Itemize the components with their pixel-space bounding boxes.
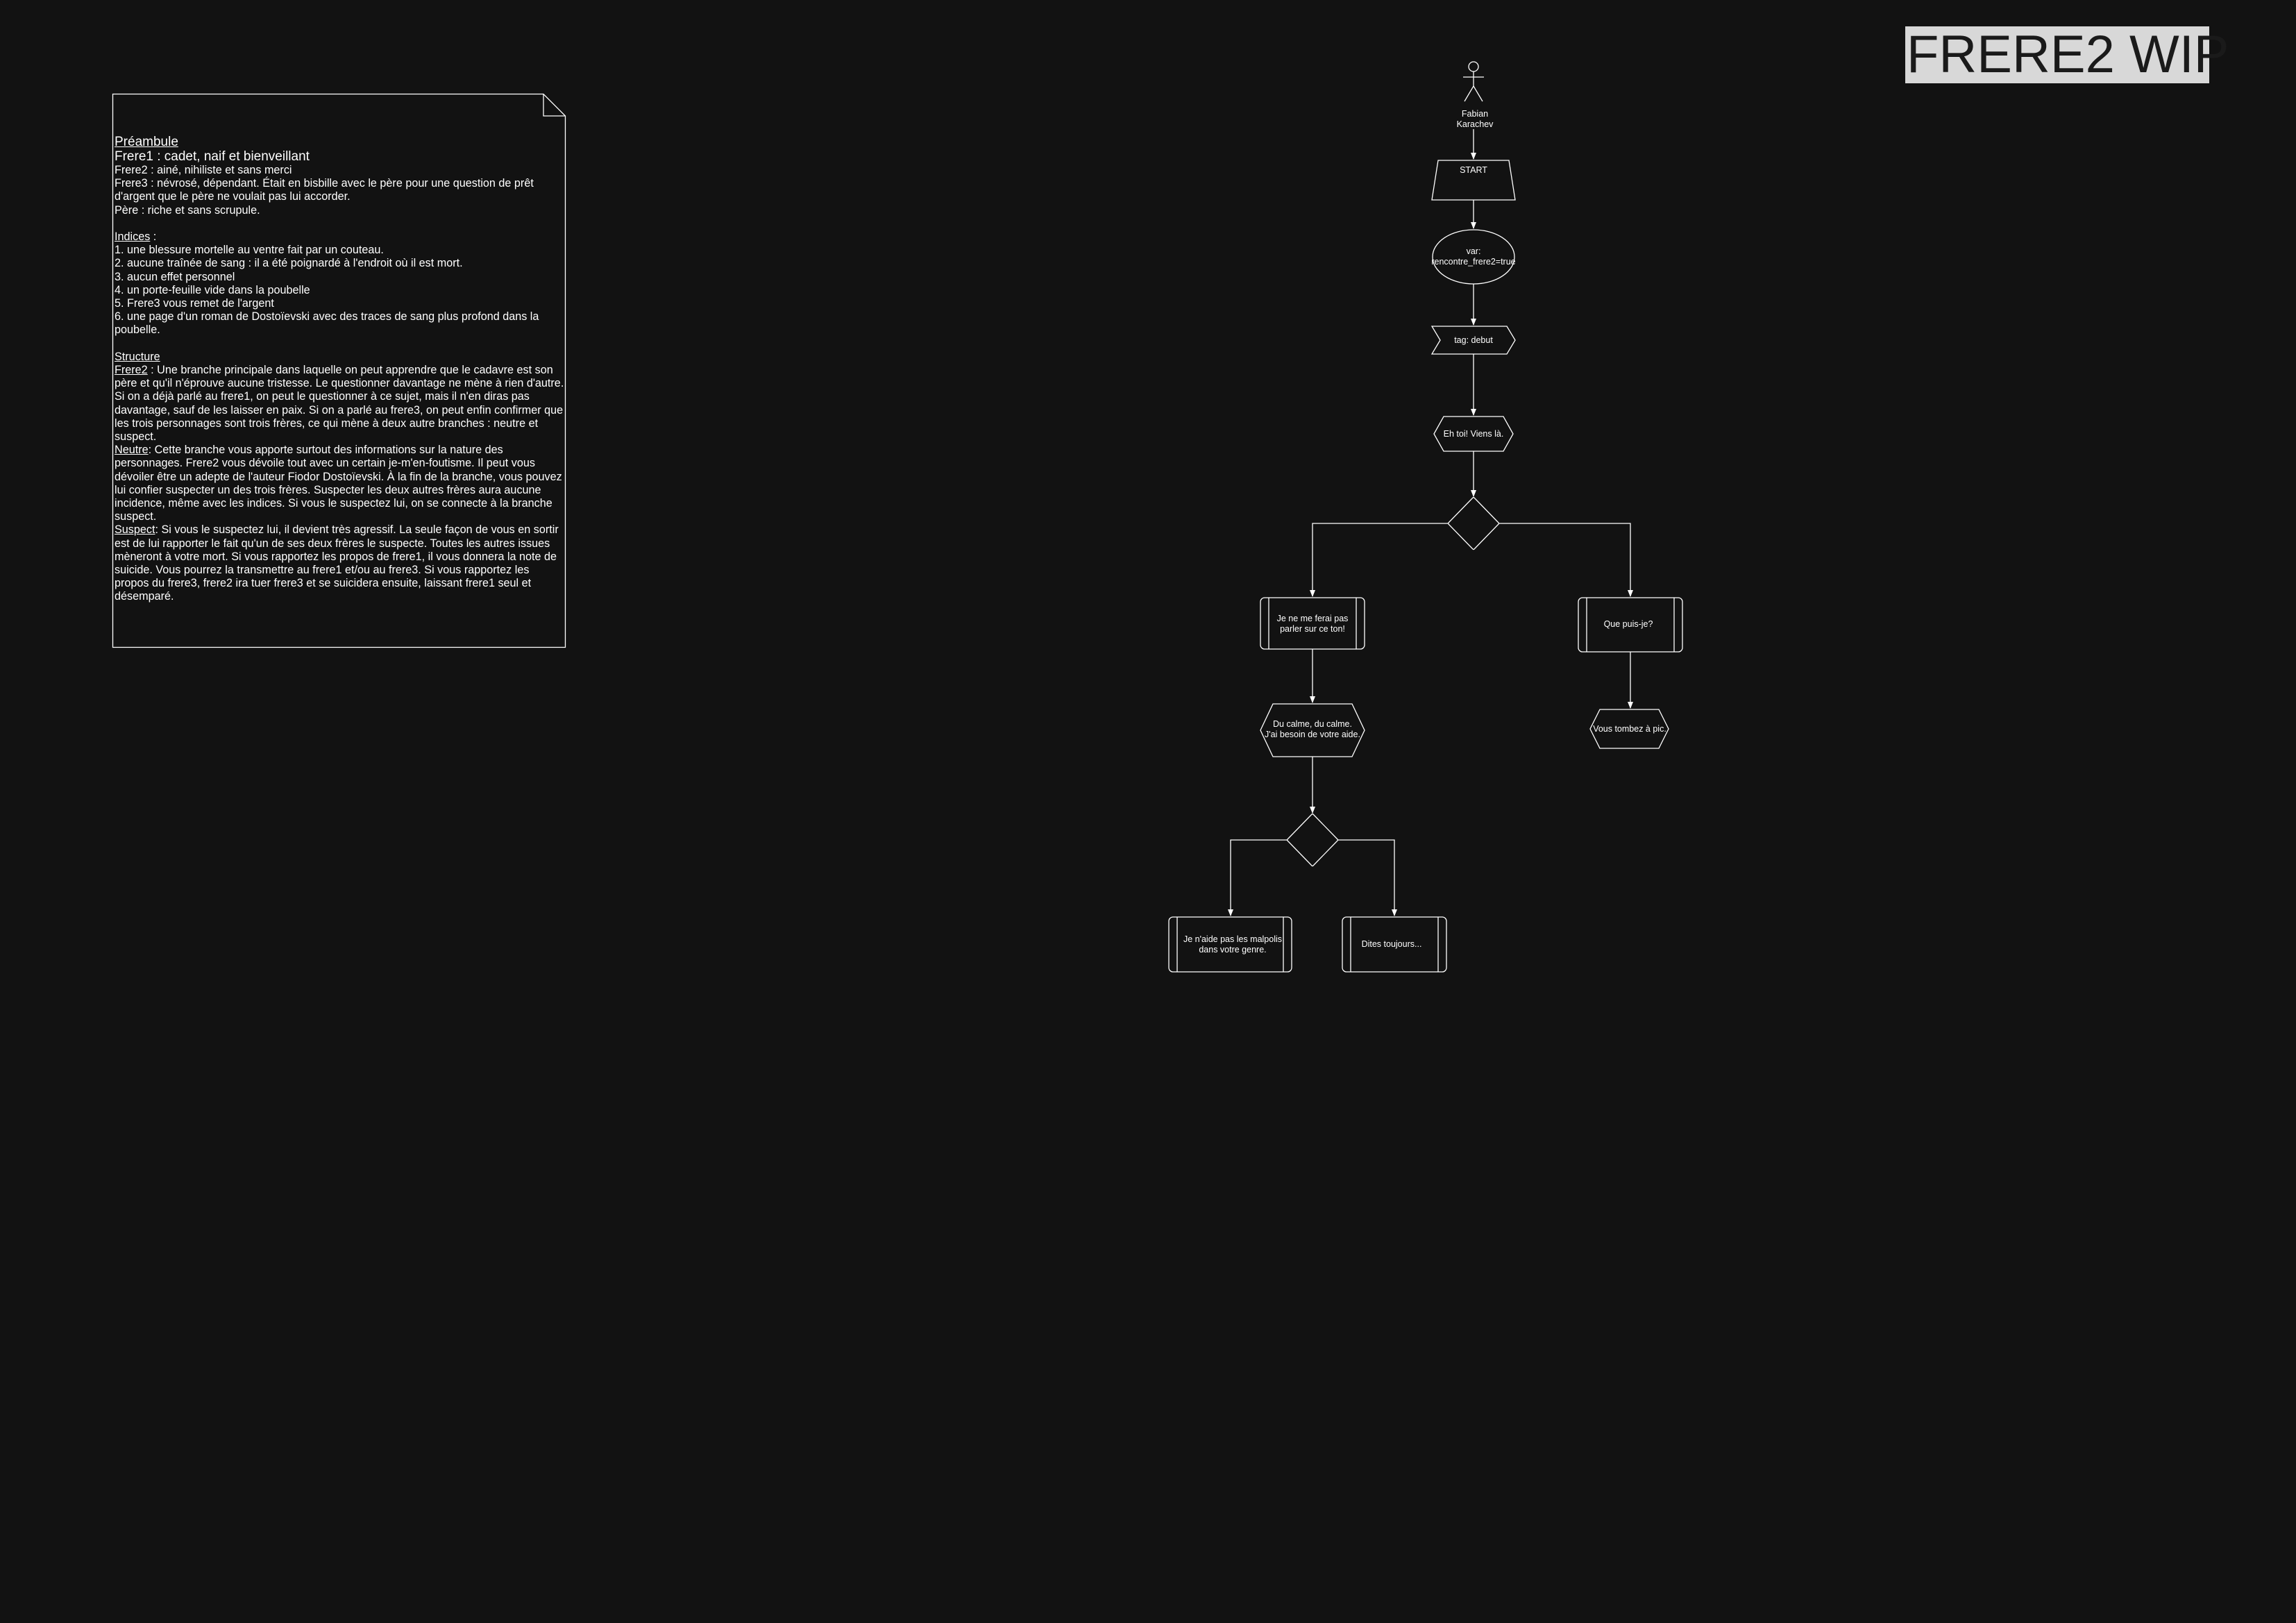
var-label: var:: [1467, 246, 1481, 256]
indices-heading-row: Indices :: [115, 230, 564, 244]
decision-2[interactable]: [1286, 813, 1339, 867]
indice-item: 5. Frere3 vous remet de l'argent: [115, 297, 274, 310]
choice-ll-node[interactable]: [1168, 916, 1292, 973]
note-shape: [112, 93, 566, 648]
structure-suspect-text: : Si vous le suspectez lui, il devient t…: [115, 523, 559, 603]
choice-lr-label: Dites toujours...: [1362, 939, 1422, 949]
preambule-line: Frere3 : névrosé, dépendant. Était en bi…: [115, 177, 534, 203]
decision-1[interactable]: [1447, 496, 1500, 550]
preambule-line: Frere1 : cadet, naif et bienveillant: [115, 149, 310, 164]
note-text: Préambule Frere1 : cadet, naif et bienve…: [115, 135, 564, 604]
structure-suspect-label: Suspect: [115, 523, 155, 537]
choice-right-label: Que puis-je?: [1604, 619, 1653, 629]
choice-ll-label: Je n'aide pas les malpolis: [1183, 934, 1282, 944]
indice-item: 3. aucun effet personnel: [115, 270, 235, 283]
note-card[interactable]: Préambule Frere1 : cadet, naif et bienve…: [112, 93, 566, 648]
actor-label: Fabian: [1462, 109, 1488, 119]
indice-item: 2. aucune traînée de sang : il a été poi…: [115, 257, 463, 270]
start-node[interactable]: [1431, 160, 1516, 201]
heading-indices: Indices: [115, 230, 151, 243]
choice-left-label: Je ne me ferai pas: [1277, 614, 1349, 623]
choice-lr-node[interactable]: [1342, 916, 1447, 973]
structure-suspect: Suspect: Si vous le suspectez lui, il de…: [115, 523, 564, 603]
start-label: START: [1460, 165, 1487, 175]
heading-structure: Structure: [115, 350, 160, 363]
structure-neutre-text: : Cette branche vous apporte surtout des…: [115, 444, 562, 523]
indice-item: 6. une page d'un roman de Dostoïevski av…: [115, 310, 539, 337]
indice-item: 4. un porte-feuille vide dans la poubell…: [115, 283, 310, 296]
reply-right-node[interactable]: [1589, 709, 1669, 749]
actor-label: Karachev: [1457, 119, 1494, 129]
page-title: FRERE2 WIP: [1905, 25, 2229, 84]
tag-node[interactable]: [1430, 326, 1516, 355]
structure-frere2-text: : Une branche principale dans laquelle o…: [115, 364, 564, 444]
greeting-node[interactable]: [1433, 416, 1514, 452]
indices-heading-suffix: :: [150, 230, 157, 243]
choice-left-node[interactable]: [1260, 597, 1365, 650]
preambule-line: Frere2 : ainé, nihiliste et sans merci: [115, 164, 292, 176]
indice-item: 1. une blessure mortelle au ventre fait …: [115, 244, 384, 257]
choice-ll-label: dans votre genre.: [1199, 945, 1266, 955]
choice-left-label: parler sur ce ton!: [1280, 624, 1345, 634]
structure-frere2-label: Frere2: [115, 364, 148, 377]
connectors: [1228, 129, 1633, 916]
heading-preambule: Préambule: [115, 135, 178, 149]
tag-label: tag: debut: [1454, 335, 1493, 345]
structure-neutre-label: Neutre: [115, 444, 149, 457]
reply-left-node[interactable]: [1260, 703, 1365, 757]
greeting-label: Eh toi! Viens là.: [1444, 429, 1504, 439]
reply-right-label: Vous tombez à pic.: [1593, 724, 1666, 734]
reply-left-label: Du calme, du calme.: [1273, 719, 1352, 729]
structure-frere2: Frere2 : Une branche principale dans laq…: [115, 364, 564, 444]
structure-neutre: Neutre: Cette branche vous apporte surto…: [115, 444, 564, 523]
preambule-line: Père : riche et sans scrupule.: [115, 203, 260, 217]
actor-icon: [1463, 61, 1484, 102]
reply-left-label: J'ai besoin de votre aide.: [1265, 730, 1360, 739]
var-label: rencontre_frere2=true: [1431, 257, 1515, 267]
